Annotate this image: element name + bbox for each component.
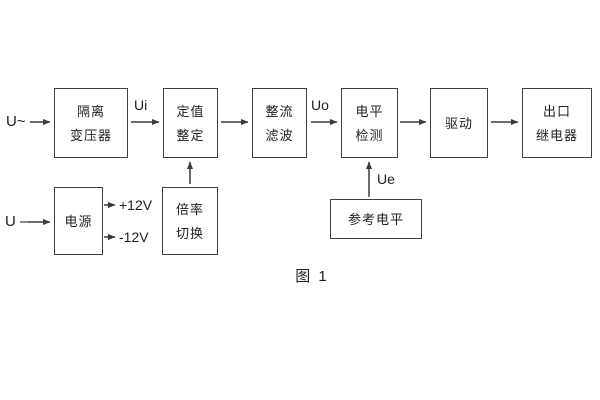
block-level-detection: 电平 检测 [341,88,398,158]
block-driver: 驱动 [430,88,488,158]
block-label: 定值 [176,103,205,119]
block-label: 滤波 [265,127,294,143]
block-label: 整定 [176,127,205,143]
block-label: 电源 [64,213,93,229]
signal-label-ui: Ui [134,97,148,113]
block-label: 继电器 [535,127,578,143]
block-reference-level: 参考电平 [330,199,422,239]
block-isolation-transformer: 隔离 变压器 [54,88,128,158]
block-setting-adjustment: 定值 整定 [163,88,218,158]
block-ratio-switching: 倍率 切换 [162,187,218,255]
signal-label-minus-12v: -12V [119,229,149,245]
block-label: 驱动 [444,115,473,131]
signal-label-plus-12v: +12V [119,197,153,213]
block-label: 电平 [355,103,384,119]
block-label: 倍率 [175,201,204,217]
dc-input-label: U – [5,213,29,230]
block-label: 变压器 [69,127,112,143]
block-label: 整流 [265,103,294,119]
block-label: 出口 [542,103,571,119]
block-label: 切换 [175,225,204,241]
signal-label-ue: Ue [377,171,395,187]
block-label: 检测 [355,127,384,143]
block-power-supply: 电源 [54,187,103,255]
ac-input-label: U~ [6,113,26,130]
block-label: 隔离 [76,103,105,119]
block-rectifier-filter: 整流 滤波 [252,88,307,158]
figure-caption: 图 1 [295,268,329,285]
block-label: 参考电平 [347,211,404,227]
signal-label-uo: Uo [311,97,329,113]
block-output-relay: 出口 继电器 [522,88,592,158]
